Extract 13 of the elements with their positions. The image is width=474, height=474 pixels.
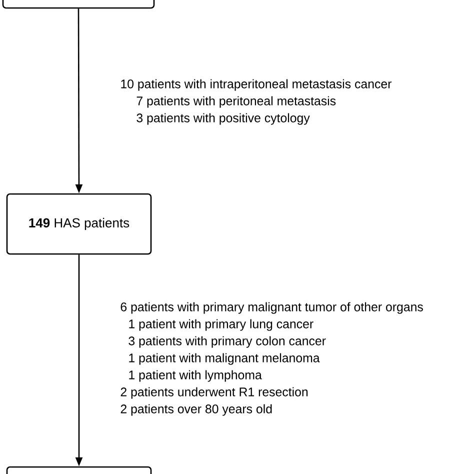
exclusion-note: 1 patient with primary lung cancer: [129, 319, 314, 331]
exclusion-note: 7 patients with peritoneal metastasis: [136, 96, 336, 108]
exclusion-note: 6 patients with primary malignant tumor of other organs: [120, 302, 423, 314]
process-box: 149 HAS patients: [6, 193, 152, 255]
exclusion-note: 3 patients with positive cytology: [136, 113, 310, 125]
exclusion-note: 1 patient with lymphoma: [129, 370, 262, 382]
exclusion-note: 2 patients underwent R1 resection: [120, 387, 308, 399]
exclusion-note: 10 patients with intraperitoneal metastasis cancer: [121, 79, 392, 91]
exclusion-note: 2 patients over 80 years old: [120, 404, 272, 416]
process-box: [6, 466, 152, 474]
exclusion-note: 1 patient with malignant melanoma: [129, 353, 320, 365]
exclusion-note: 3 patients with primary colon cancer: [128, 336, 326, 348]
process-box: [2, 0, 155, 9]
